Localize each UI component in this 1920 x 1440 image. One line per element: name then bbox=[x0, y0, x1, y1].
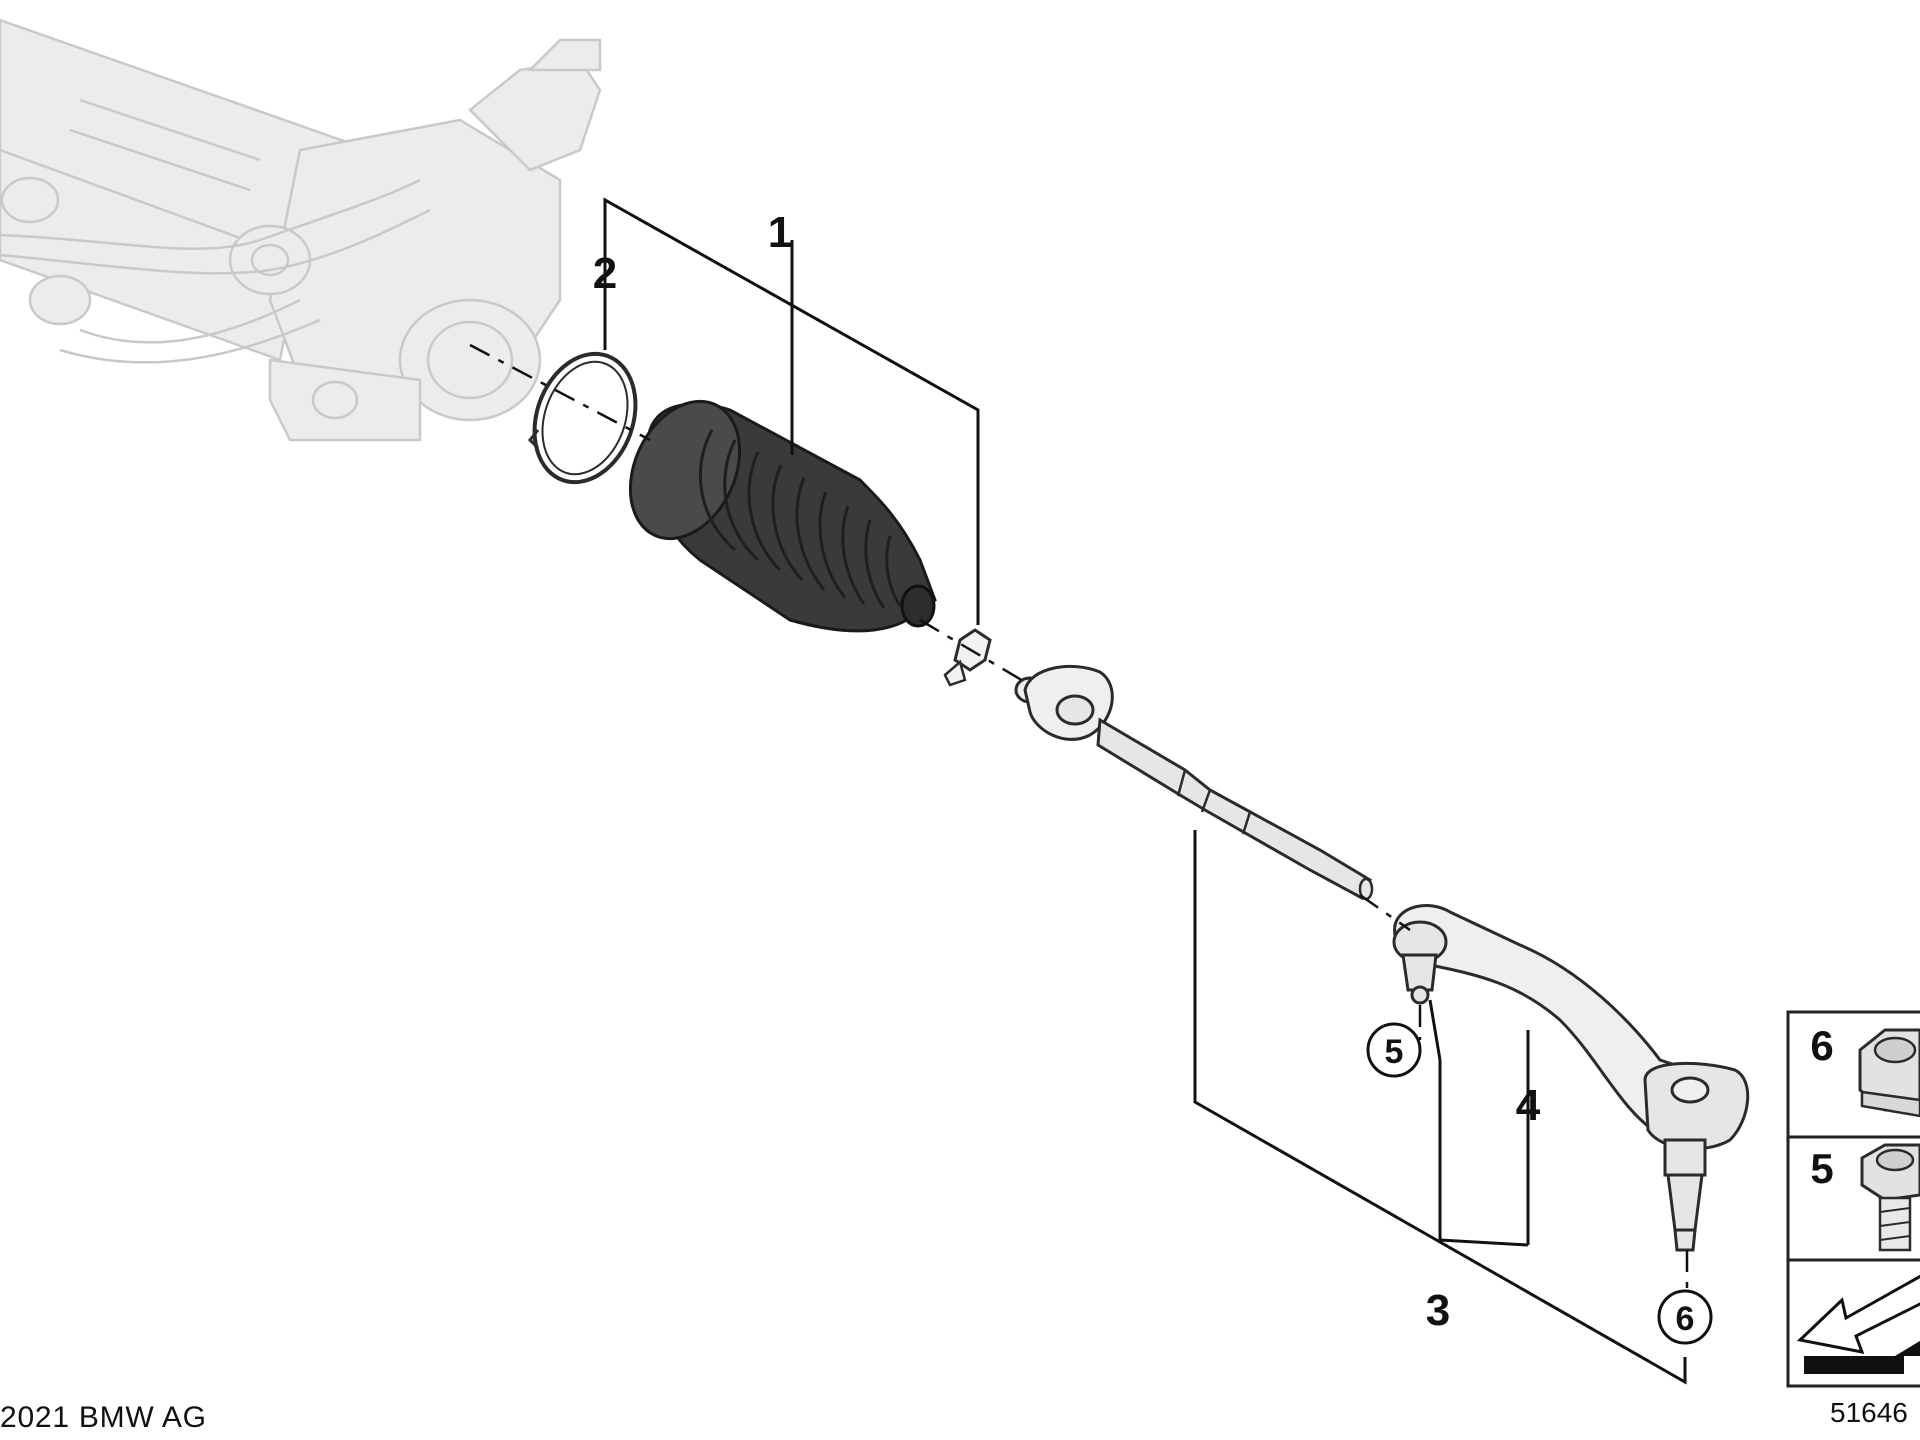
assembly-axis-line-2 bbox=[919, 618, 1031, 687]
copyright-text: 2021 BMW AG bbox=[0, 1401, 206, 1434]
callout-5: 5 bbox=[1385, 1033, 1404, 1071]
callout-1: 1 bbox=[768, 208, 792, 257]
clamp-ring-part bbox=[527, 351, 638, 485]
legend-label-5: 5 bbox=[1810, 1145, 1833, 1192]
leader-lines bbox=[603, 197, 1687, 1385]
callout-6-circle: 6 bbox=[1657, 1289, 1713, 1345]
tie-rod-part bbox=[1014, 664, 1374, 901]
diagram-number-text: 51646 bbox=[1830, 1397, 1908, 1428]
assembly-axis-line bbox=[469, 343, 651, 442]
callout-3: 3 bbox=[1426, 1286, 1450, 1335]
steering-gear-background bbox=[0, 18, 602, 442]
assembly-axis-line-3 bbox=[1359, 893, 1411, 932]
direction-arrow-icon bbox=[1796, 1274, 1920, 1374]
bellows-part bbox=[628, 399, 937, 633]
callout-5-circle: 5 bbox=[1366, 1022, 1422, 1078]
nut-icon bbox=[1858, 1028, 1920, 1118]
callout-6: 6 bbox=[1676, 1300, 1695, 1338]
hardware-legend: 6 5 bbox=[1786, 1010, 1920, 1388]
legend-label-6: 6 bbox=[1810, 1022, 1833, 1069]
callout-2: 2 bbox=[593, 249, 617, 298]
tie-rod-end-part bbox=[1392, 904, 1750, 1252]
callout-4: 4 bbox=[1516, 1081, 1541, 1130]
bolt-icon bbox=[1860, 1143, 1920, 1252]
